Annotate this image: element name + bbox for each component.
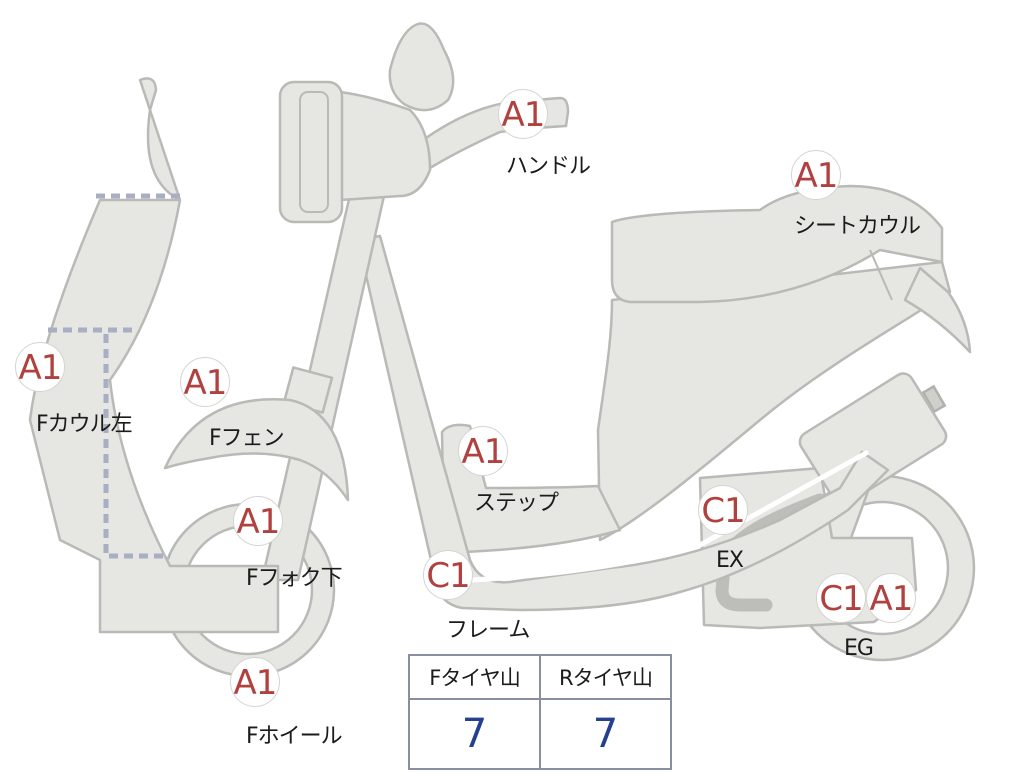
headlight-lens (299, 91, 329, 213)
step-grade-badge: A1 (458, 426, 508, 476)
f-wheel-grade-badge: A1 (230, 657, 280, 707)
rear-tire-tread-value: 7 (539, 698, 672, 770)
seat (610, 184, 944, 304)
seat-cowl-grade-badge: A1 (791, 150, 841, 200)
headlight (278, 80, 344, 224)
handle-label: ハンドル (506, 154, 591, 179)
eg-grade-badge-c1: C1 (816, 573, 866, 623)
handle-cover (318, 88, 432, 202)
front-fender (163, 398, 350, 502)
ex-grade-badge: C1 (698, 485, 748, 535)
eg-grade-badge-a1: A1 (866, 573, 916, 623)
mirror (388, 22, 455, 112)
ex-label: EX (716, 548, 744, 573)
seat-cowl-label: シートカウル (794, 214, 921, 239)
f-wheel-label: Fホイール (246, 724, 343, 749)
handle-grade-badge: A1 (498, 89, 548, 139)
front-cowl (28, 77, 280, 634)
rear-tip (903, 266, 972, 354)
eg-label: EG (844, 636, 874, 661)
f-fork-lower-label: Fフォク下 (246, 566, 343, 591)
rear-tire-tread-header: Rタイヤ山 (539, 654, 672, 700)
f-fender-grade-badge: A1 (180, 357, 230, 407)
rear-body (596, 260, 952, 542)
frame-highlight (471, 449, 870, 583)
frame-grade-badge: C1 (423, 550, 473, 600)
f-cowl-left-label: Fカウル左 (36, 412, 133, 437)
front-tire-tread-header: Fタイヤ山 (408, 654, 541, 700)
frame-label: フレーム (446, 618, 530, 643)
f-fender-label: Fフェン (209, 426, 285, 451)
seat-seam (869, 249, 893, 301)
front-tire-tread-value: 7 (408, 698, 541, 770)
f-cowl-left-grade-badge: A1 (15, 342, 65, 392)
step-label: ステップ (474, 491, 559, 516)
rear-shock-cap (921, 384, 947, 414)
f-fork-lower-grade-badge: A1 (233, 496, 283, 546)
tire-tread-table: Fタイヤ山 Rタイヤ山 7 7 (408, 654, 672, 770)
